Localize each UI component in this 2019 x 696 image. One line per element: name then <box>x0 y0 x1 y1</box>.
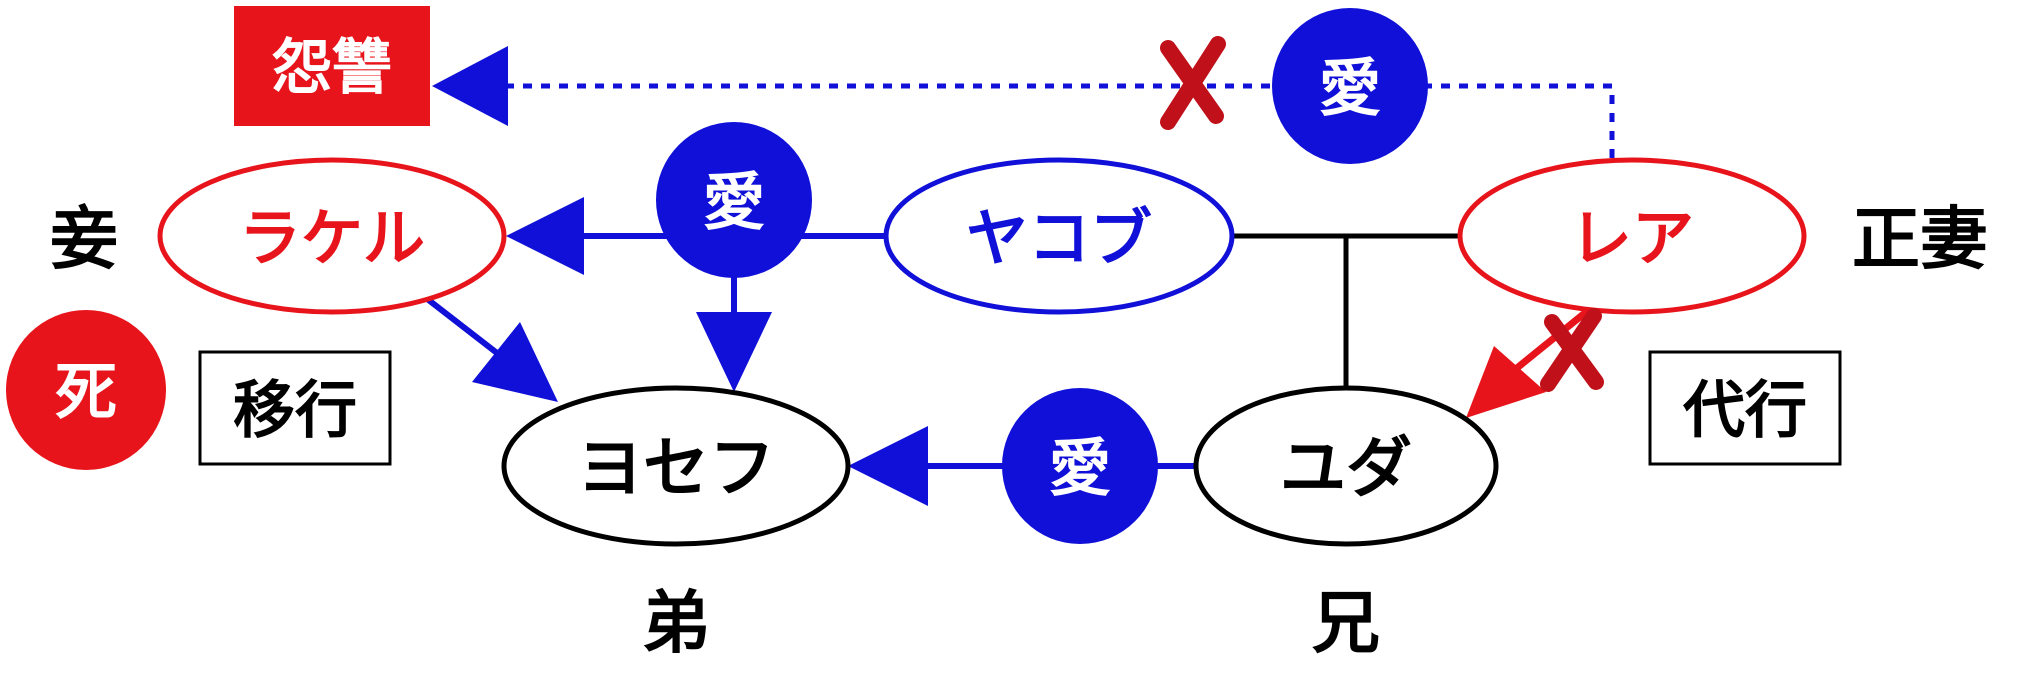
death-badge: 死 <box>6 310 166 470</box>
node-judah-label: ユダ <box>1280 430 1412 507</box>
grudge-box-label: 怨讐 <box>272 33 392 103</box>
love-badge-mid: 愛 <box>656 122 812 278</box>
node-judah[interactable]: ユダ <box>1193 385 1499 547</box>
main-wife-label: 正妻 <box>1852 201 1988 280</box>
love-badge-bottom: 愛 <box>1002 388 1158 544</box>
transfer-box: 移行 <box>198 350 392 466</box>
node-rachel-label: ラケル <box>239 202 425 275</box>
rachel-joseph-arrowhead <box>472 322 558 402</box>
node-leah[interactable]: レア <box>1457 157 1807 315</box>
proxy-box-label: 代行 <box>1682 374 1807 447</box>
node-leah-label: レア <box>1570 202 1694 275</box>
rachel-arrowhead <box>506 197 584 275</box>
concubine-label: 妾 <box>50 201 118 280</box>
node-jacob-label: ヤコブ <box>966 202 1152 275</box>
elder-brother-label: 兄 <box>1312 585 1380 664</box>
love-badge-mid-label: 愛 <box>703 166 765 239</box>
cross-mark-icon <box>1540 308 1604 392</box>
node-rachel[interactable]: ラケル <box>157 157 507 315</box>
joseph-arrowhead <box>848 426 928 506</box>
proxy-box: 代行 <box>1648 350 1842 466</box>
love-badge-top-label: 愛 <box>1319 52 1381 125</box>
transfer-box-label: 移行 <box>233 374 357 447</box>
grudge-arrowhead <box>432 46 508 126</box>
death-badge-label: 死 <box>55 356 117 429</box>
leah-judah-arrowhead <box>1466 346 1546 418</box>
leah-grudge-dotted-line <box>500 83 1615 158</box>
love-badge-top: 愛 <box>1272 8 1428 164</box>
node-joseph-label: ヨセフ <box>577 430 775 507</box>
node-jacob[interactable]: ヤコブ <box>883 157 1235 315</box>
node-joseph[interactable]: ヨセフ <box>501 385 851 547</box>
rachel-joseph-line <box>424 295 508 363</box>
love-to-joseph-arrowhead <box>696 312 772 392</box>
grudge-box: 怨讐 <box>234 6 430 126</box>
love-badge-bottom-label: 愛 <box>1049 432 1111 505</box>
younger-brother-label: 弟 <box>642 585 710 664</box>
cross-mark-icon <box>1160 36 1226 130</box>
